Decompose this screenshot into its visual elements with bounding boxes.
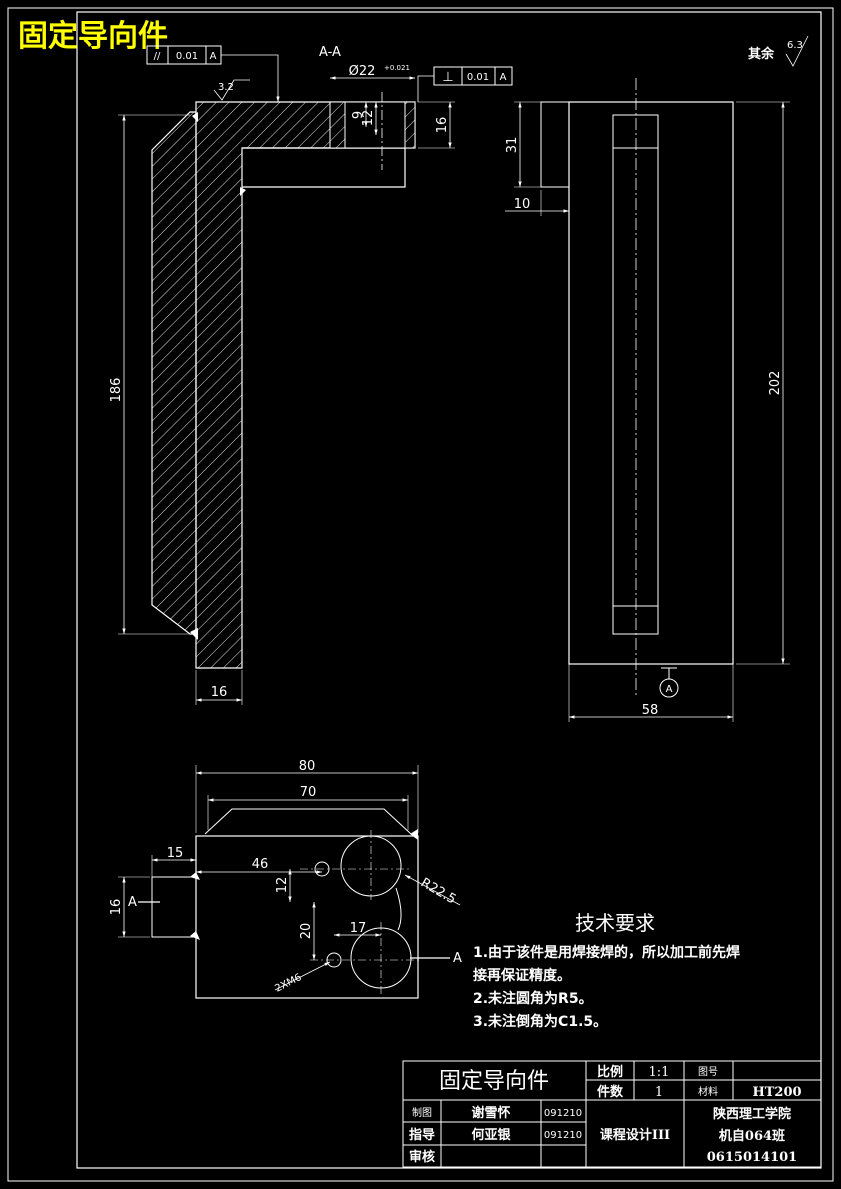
surface-top: 3.2 — [218, 82, 234, 93]
dim-58: 58 — [642, 703, 659, 718]
dim-20: 20 — [299, 923, 314, 940]
parallel-value: 0.01 — [176, 51, 198, 62]
dim-16-top: 16 — [435, 117, 450, 134]
dim-12-left: 12 — [275, 877, 290, 894]
dim-9: 9 — [351, 111, 366, 119]
tb-student-no: 0615014101 — [707, 1150, 797, 1165]
tb-guide-date: 091210 — [544, 1130, 582, 1141]
tb-part-name: 固定导向件 — [439, 1069, 549, 1094]
dim-80: 80 — [299, 759, 316, 774]
dim-46: 46 — [252, 857, 269, 872]
tech-heading: 技术要求 — [575, 911, 655, 935]
dim-31: 31 — [505, 137, 520, 154]
tb-guide-label: 指导 — [409, 1127, 435, 1143]
tb-school: 陕西理工学院 — [713, 1106, 791, 1122]
parallel-datum: A — [210, 51, 217, 62]
header-title: 固定导向件 — [18, 19, 168, 54]
title-block — [402, 1060, 822, 1168]
datum-label: A — [666, 684, 673, 695]
dim-bore: Ø22 — [349, 64, 376, 79]
tb-designer-date: 091210 — [544, 1108, 582, 1119]
surface-rest-label: 其余 — [748, 46, 775, 62]
tech-item-3: 3.未注倒角为C1.5。 — [473, 1013, 607, 1030]
dim-r22-5: R22.5 — [418, 875, 458, 907]
perp-datum: A — [500, 72, 507, 83]
tb-guide-name: 何亚银 — [471, 1127, 511, 1143]
perp-value: 0.01 — [467, 72, 489, 83]
section-arrow-right: A — [453, 951, 462, 966]
section-view: 186 16 16 9 12 Ø22 +0.021 A-A // 0.01 A … — [109, 45, 513, 705]
tech-item-1b: 接再保证精度。 — [473, 967, 571, 984]
dim-thread: 2XM6 — [273, 972, 303, 995]
tb-qty-value: 1 — [655, 1085, 663, 1100]
dim-15: 15 — [167, 846, 184, 861]
top-view: 80 70 15 46 16 A 12 20 17 R22.5 2XM6 A — [109, 759, 462, 999]
dim-16-bottom: 16 — [211, 685, 228, 700]
arm-block — [242, 147, 406, 188]
side-body — [568, 101, 734, 665]
surface-rest-value: 6.3 — [787, 40, 803, 51]
dim-186: 186 — [109, 378, 124, 403]
tb-scale-label: 比例 — [597, 1064, 623, 1080]
tb-scale-value: 1:1 — [649, 1065, 670, 1080]
tech-item-2: 2.未注圆角为R5。 — [473, 990, 593, 1007]
dim-bore-tol: +0.021 — [384, 64, 410, 72]
dim-12: 12 — [361, 110, 376, 127]
section-label: A-A — [319, 45, 341, 60]
tb-designer-label: 制图 — [412, 1106, 432, 1119]
weld-plate — [151, 111, 197, 635]
dim-70: 70 — [300, 785, 317, 800]
tb-material-value: HT200 — [752, 1085, 801, 1100]
tb-designer-name: 谢雪怀 — [471, 1105, 510, 1121]
tb-material-label: 材料 — [698, 1085, 718, 1098]
side-view: 58 202 31 10 A — [505, 78, 790, 722]
tb-review-label: 审核 — [409, 1149, 435, 1165]
dim-10: 10 — [514, 197, 531, 212]
tech-item-1: 1.由于该件是用焊接焊的，所以加工前先焊 — [473, 944, 740, 961]
tb-qty-label: 件数 — [597, 1084, 624, 1100]
tb-course: 课程设计III — [600, 1127, 670, 1143]
outer-frame — [7, 7, 834, 1182]
section-arrow-left: A — [128, 895, 137, 910]
tb-drawing-no-label: 图号 — [698, 1066, 718, 1078]
dim-202: 202 — [768, 371, 783, 396]
tech-requirements: 技术要求 1.由于该件是用焊接焊的，所以加工前先焊 接再保证精度。 2.未注圆角… — [473, 911, 740, 1030]
perp-symbol: ⊥ — [442, 70, 453, 85]
parallel-symbol: // — [154, 51, 161, 62]
dim-17: 17 — [350, 921, 367, 936]
inner-frame — [76, 11, 822, 1169]
tb-class: 机自064班 — [719, 1128, 785, 1144]
dim-16-left: 16 — [109, 899, 124, 916]
